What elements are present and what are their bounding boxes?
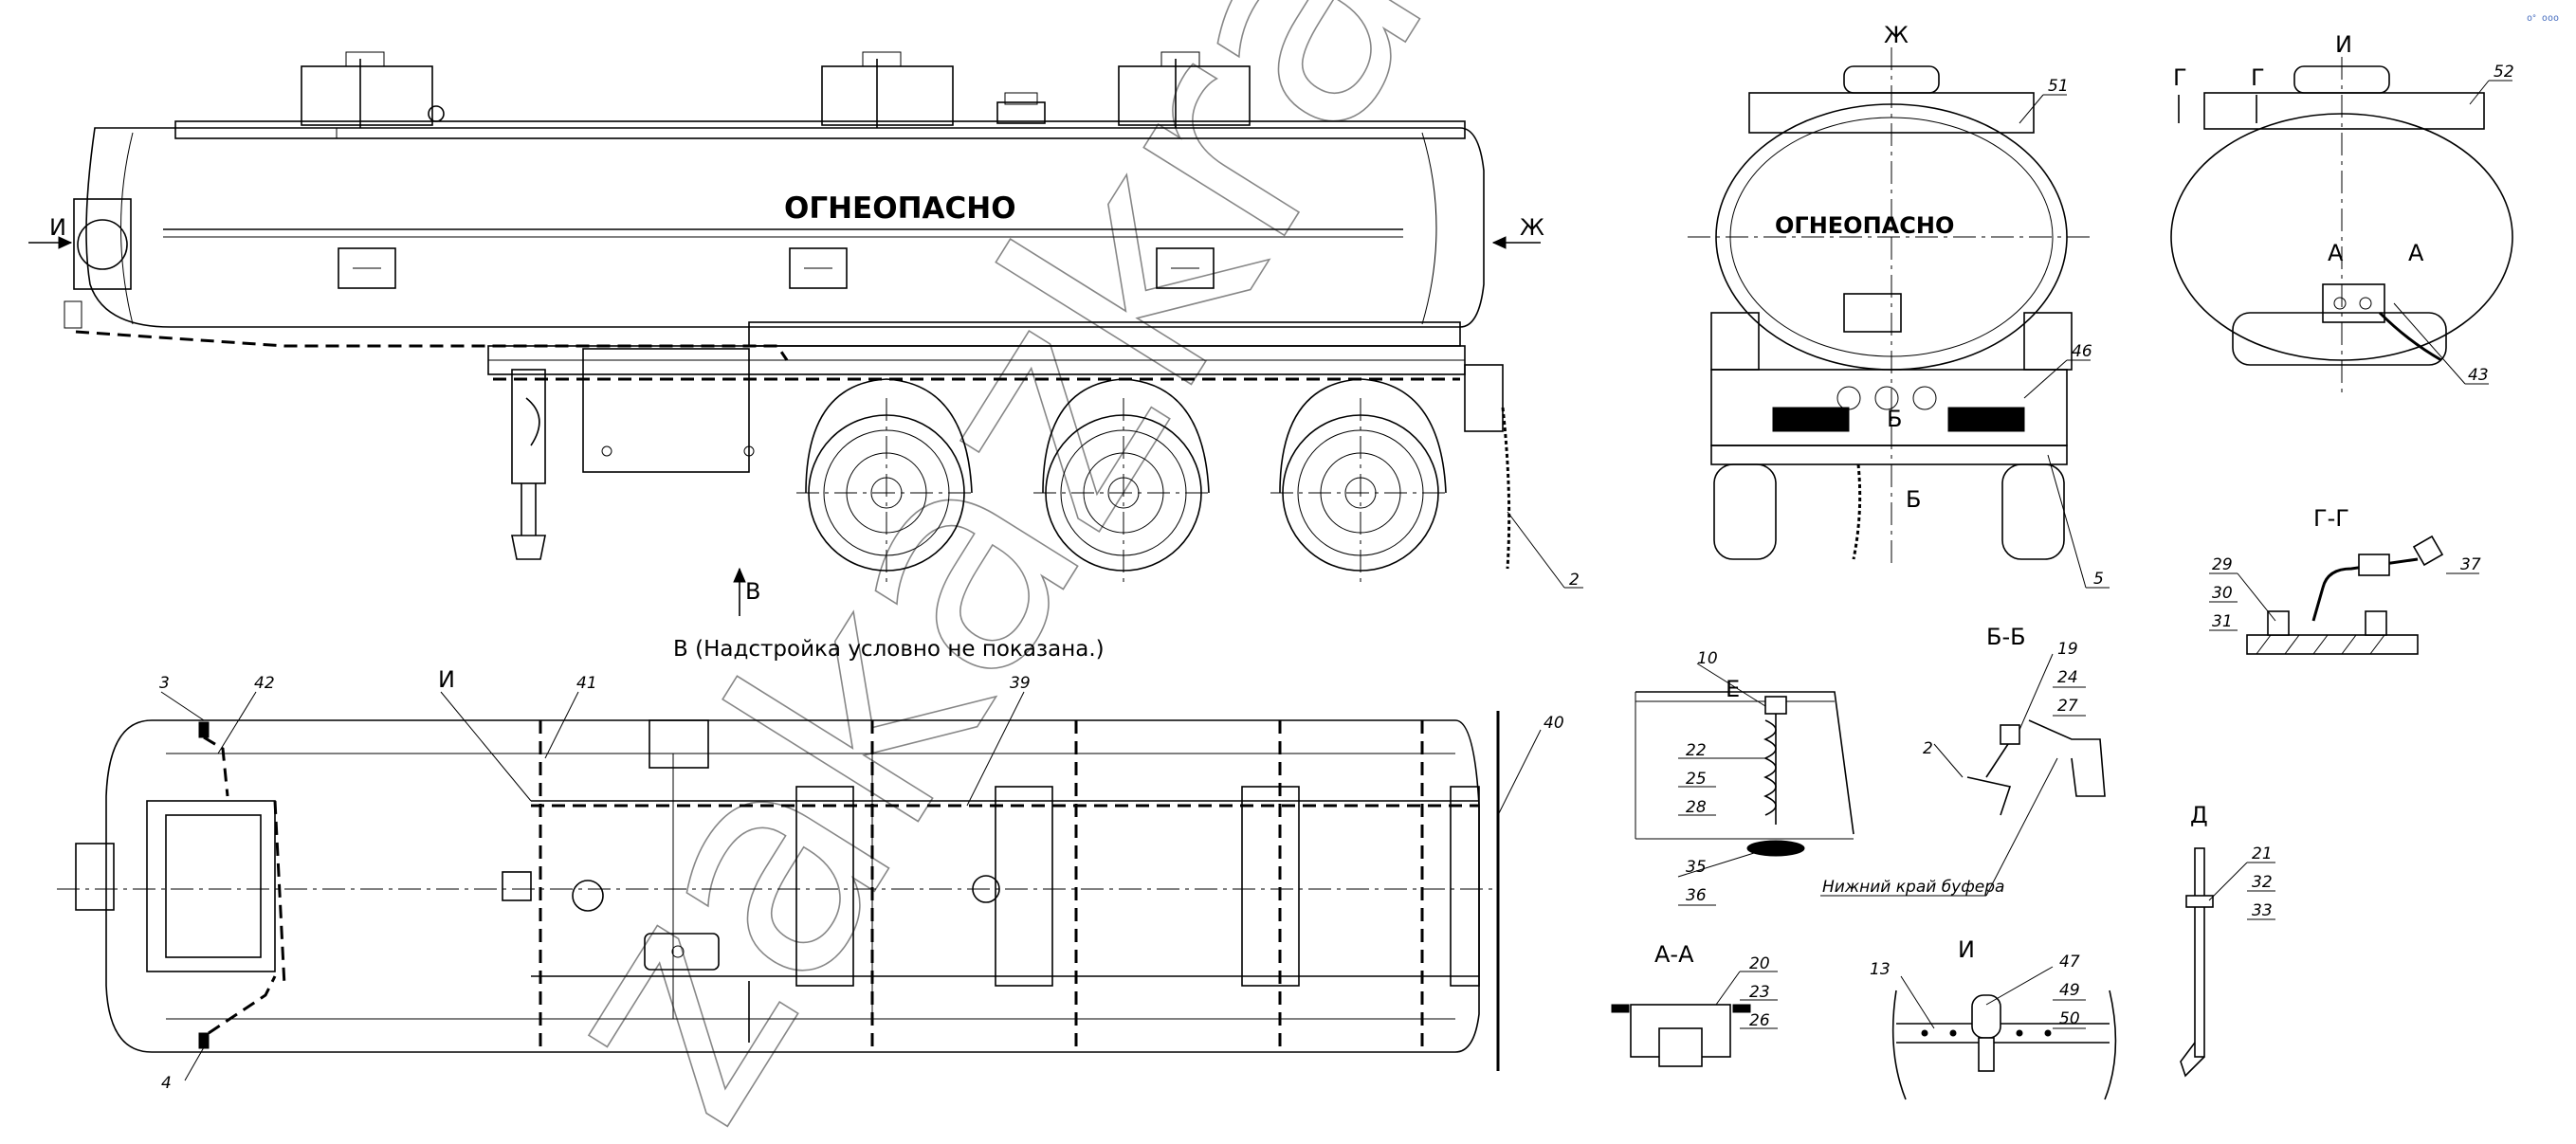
- callout-2-BB: 2: [1923, 739, 1933, 758]
- callout-47: 47: [2059, 953, 2080, 971]
- callout-37: 37: [2460, 555, 2481, 574]
- callout-31: 31: [2212, 612, 2233, 631]
- watermark: zakazkran.ru: [482, 0, 1818, 1144]
- section-AA: А-А 20 23 26: [1611, 941, 1778, 1067]
- callout-2: 2: [1569, 571, 1580, 590]
- callout-29: 29: [2212, 555, 2233, 574]
- manhole-dome-2: [821, 51, 954, 128]
- view-marker-G-right: Г: [2251, 64, 2265, 91]
- callout-26: 26: [1749, 1011, 1770, 1030]
- wheel-3: [1270, 378, 1451, 588]
- detail-E: Е 10 22 25 28 35 36: [1635, 649, 1854, 906]
- callout-33: 33: [2252, 901, 2273, 920]
- buffer-note: Нижний край буфера: [1822, 878, 2004, 897]
- view-title-Zh: Ж: [1884, 22, 1909, 48]
- callout-24: 24: [2057, 668, 2078, 687]
- plan-view: 3 4 42 И 41 39 40: [57, 666, 1564, 1093]
- watermark-text: zakazkran.ru: [483, 0, 1817, 1144]
- view-title-AA: А-А: [1654, 941, 1694, 968]
- callout-50: 50: [2059, 1009, 2080, 1028]
- callout-52: 52: [2494, 63, 2514, 82]
- callout-5: 5: [2093, 570, 2104, 589]
- callout-3: 3: [159, 674, 170, 693]
- front-view-I: И Г Г А А 52 43: [2170, 31, 2514, 398]
- view-marker-Zh: Ж: [1520, 214, 1544, 241]
- view-marker-B2: Б: [1906, 486, 1921, 513]
- side-view: ОГНЕОПАСНО И Ж: [28, 51, 1583, 616]
- breather-valve: [996, 92, 1046, 124]
- wheel-2: [1033, 378, 1214, 588]
- callout-30: 30: [2212, 584, 2233, 603]
- view-marker-A-right: А: [2408, 240, 2424, 266]
- callout-43: 43: [2468, 366, 2489, 385]
- manhole-dome-3: [1118, 51, 1251, 128]
- callout-21: 21: [2252, 844, 2273, 863]
- callout-13: 13: [1870, 960, 1891, 979]
- view-marker-V: В: [745, 578, 760, 605]
- callout-36: 36: [1686, 886, 1707, 905]
- view-title-BB: Б-Б: [1986, 624, 2026, 650]
- view-title-D: Д: [2190, 802, 2208, 828]
- view-title-I: И: [2335, 31, 2352, 58]
- view-marker-I-plan: И: [438, 666, 455, 693]
- callout-23: 23: [1749, 983, 1770, 1002]
- callout-32: 32: [2252, 873, 2273, 892]
- callout-51: 51: [2048, 77, 2069, 96]
- view-marker-I: И: [49, 214, 66, 241]
- callout-20: 20: [1749, 954, 1770, 973]
- callout-41: 41: [576, 674, 597, 693]
- corner-mark: oᐤ ooo: [2527, 13, 2559, 24]
- rear-view-Zh: Ж ОГНЕОПАСНО Б Б 51 46 5: [1688, 22, 2110, 589]
- callout-27: 27: [2057, 697, 2078, 716]
- view-title-GG: Г-Г: [2313, 505, 2349, 532]
- view-title-E: Е: [1726, 676, 1740, 702]
- wheel-1: [796, 378, 977, 588]
- section-GG: Г-Г 37 29 30 31: [2209, 505, 2481, 655]
- manhole-dome-1: [301, 51, 445, 128]
- callout-39: 39: [1010, 674, 1031, 693]
- view-V-caption: В (Надстройка условно не показана.): [673, 637, 1105, 662]
- callout-28: 28: [1686, 798, 1707, 817]
- callout-19: 19: [2057, 640, 2078, 659]
- callout-10: 10: [1697, 649, 1718, 668]
- callout-40: 40: [1544, 714, 1564, 733]
- view-marker-A-left: А: [2328, 240, 2344, 266]
- callout-42: 42: [254, 674, 275, 693]
- callout-46: 46: [2072, 342, 2092, 361]
- section-BB: Б-Б 2 19 24 27 Нижний край буфера: [1820, 624, 2106, 897]
- landing-gear: [511, 369, 546, 560]
- callout-4: 4: [161, 1074, 172, 1093]
- detail-I: И 13 47 49 50: [1870, 936, 2117, 1100]
- callout-25: 25: [1686, 770, 1707, 789]
- callout-35: 35: [1686, 858, 1707, 877]
- callout-49: 49: [2059, 981, 2080, 1000]
- view-title-I-detail: И: [1958, 936, 1975, 963]
- callout-22: 22: [1686, 741, 1707, 760]
- view-marker-B: Б: [1887, 406, 1902, 432]
- view-marker-G-left: Г: [2173, 64, 2187, 91]
- view-D: Д 21 32 33: [2180, 802, 2275, 1078]
- tank-warning-label-side: ОГНЕОПАСНО: [784, 191, 1016, 226]
- tank-warning-label-rear: ОГНЕОПАСНО: [1775, 212, 1954, 239]
